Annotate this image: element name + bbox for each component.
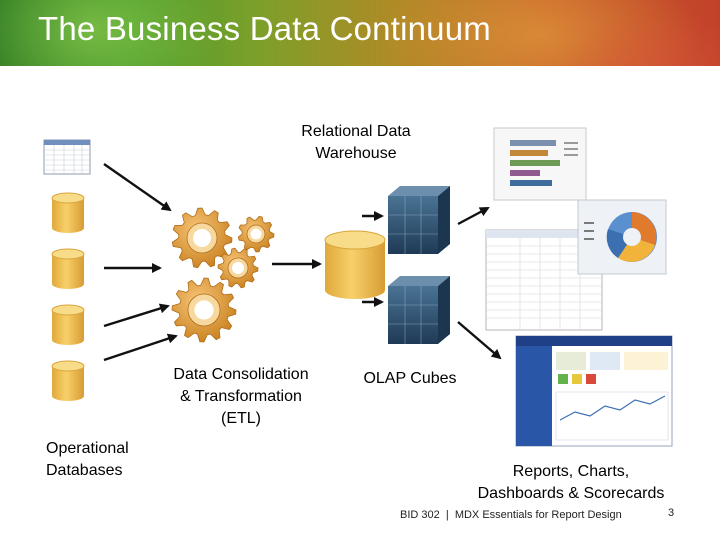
warehouse-label: Relational Data Warehouse — [301, 123, 411, 162]
footer-page-number: 3 — [668, 507, 675, 519]
arrow-db-to-etl — [103, 333, 178, 362]
etl-gears — [171, 207, 275, 343]
reports-label: Reports, Charts, Dashboards & Scorecards — [477, 463, 665, 502]
gear-icon — [171, 207, 233, 269]
etl-label: Data Consolidation & Transformation (ETL… — [173, 366, 309, 427]
arrow-cube-to-reports — [457, 321, 502, 360]
gear-icon — [237, 215, 275, 253]
gear-icon — [171, 277, 237, 343]
pie-chart-report-thumbnail — [577, 199, 667, 275]
database-icon — [51, 360, 85, 401]
olap-cube-icon — [388, 276, 450, 344]
spreadsheet-thumbnail — [43, 139, 91, 175]
gear-icon — [217, 247, 259, 289]
footer-course: BID 302 | MDX Essentials for Report Desi… — [400, 509, 622, 521]
dashboard-report-thumbnail — [515, 335, 673, 447]
table-report-thumbnail — [485, 229, 603, 331]
banner-swirl — [0, 0, 220, 66]
warehouse-database-icon — [324, 230, 386, 299]
database-icon — [51, 192, 85, 233]
arrow-db-to-etl — [103, 303, 170, 328]
flow-arrows — [103, 163, 502, 362]
operational-databases — [51, 192, 85, 401]
database-icon — [51, 248, 85, 289]
bar-chart-report-thumbnail — [493, 127, 587, 201]
arrow-cube-to-reports — [457, 206, 490, 226]
slide-title: The Business Data Continuum — [38, 10, 491, 47]
operational-label: Operational Databases — [46, 440, 129, 479]
olap-cube-icon — [388, 186, 450, 254]
title-banner: The Business Data Continuum — [0, 0, 720, 66]
olap-label: OLAP Cubes — [363, 370, 457, 387]
database-icon — [51, 304, 85, 345]
arrow-spreadsheet-to-etl — [103, 163, 172, 212]
